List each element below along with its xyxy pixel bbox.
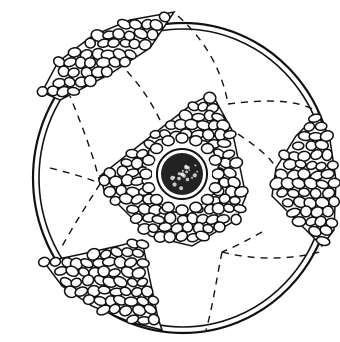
cell — [217, 139, 231, 148]
nucleus-speckle — [180, 173, 182, 175]
cell — [327, 161, 338, 170]
nucleus-speckle — [173, 182, 177, 186]
nucleus-speckle — [186, 178, 189, 181]
nucleus-speckle — [196, 171, 198, 173]
cell — [292, 142, 304, 150]
dashed-line — [50, 168, 100, 184]
nucleus-speckle — [179, 186, 183, 190]
bead — [151, 144, 163, 154]
bead — [202, 144, 214, 154]
dashed-line — [228, 101, 318, 112]
bead — [190, 136, 202, 146]
bead — [212, 169, 224, 179]
cell — [98, 286, 110, 295]
cell — [159, 222, 172, 232]
bead — [162, 136, 174, 146]
cell — [126, 205, 139, 214]
dashed-line — [60, 184, 100, 250]
bead — [162, 202, 174, 212]
nucleus-speckle — [177, 177, 181, 181]
bead — [143, 155, 155, 165]
dashed-line — [206, 252, 222, 330]
cell — [315, 122, 327, 131]
central-nucleus — [157, 149, 207, 199]
cell — [212, 202, 225, 215]
cell — [214, 222, 226, 233]
bead — [151, 195, 163, 205]
dashed-line — [126, 70, 160, 120]
nucleus-speckle — [185, 171, 188, 174]
cell — [282, 198, 293, 207]
bead — [176, 133, 188, 143]
cell — [230, 197, 240, 205]
nucleus-speckle — [189, 169, 191, 171]
dashed-line — [70, 96, 100, 184]
bead — [202, 195, 214, 205]
nucleus-speckle — [191, 177, 193, 179]
cell — [298, 188, 309, 197]
nucleus-speckle — [194, 164, 196, 166]
cell — [129, 39, 140, 49]
nucleus-speckle — [182, 170, 184, 172]
bead — [176, 205, 188, 215]
cell — [101, 66, 112, 77]
bead — [140, 169, 152, 179]
bead — [190, 202, 202, 212]
cell — [292, 217, 306, 227]
cell — [322, 149, 333, 161]
dashed-line — [222, 232, 262, 252]
nucleus-speckle — [187, 166, 190, 169]
nucleus-speckle — [170, 176, 174, 180]
dashed-line — [238, 134, 276, 168]
nucleus-speckle — [193, 173, 197, 177]
bead — [209, 183, 221, 193]
bead — [143, 183, 155, 193]
bead — [209, 155, 221, 165]
nucleus-speckle — [182, 174, 186, 178]
